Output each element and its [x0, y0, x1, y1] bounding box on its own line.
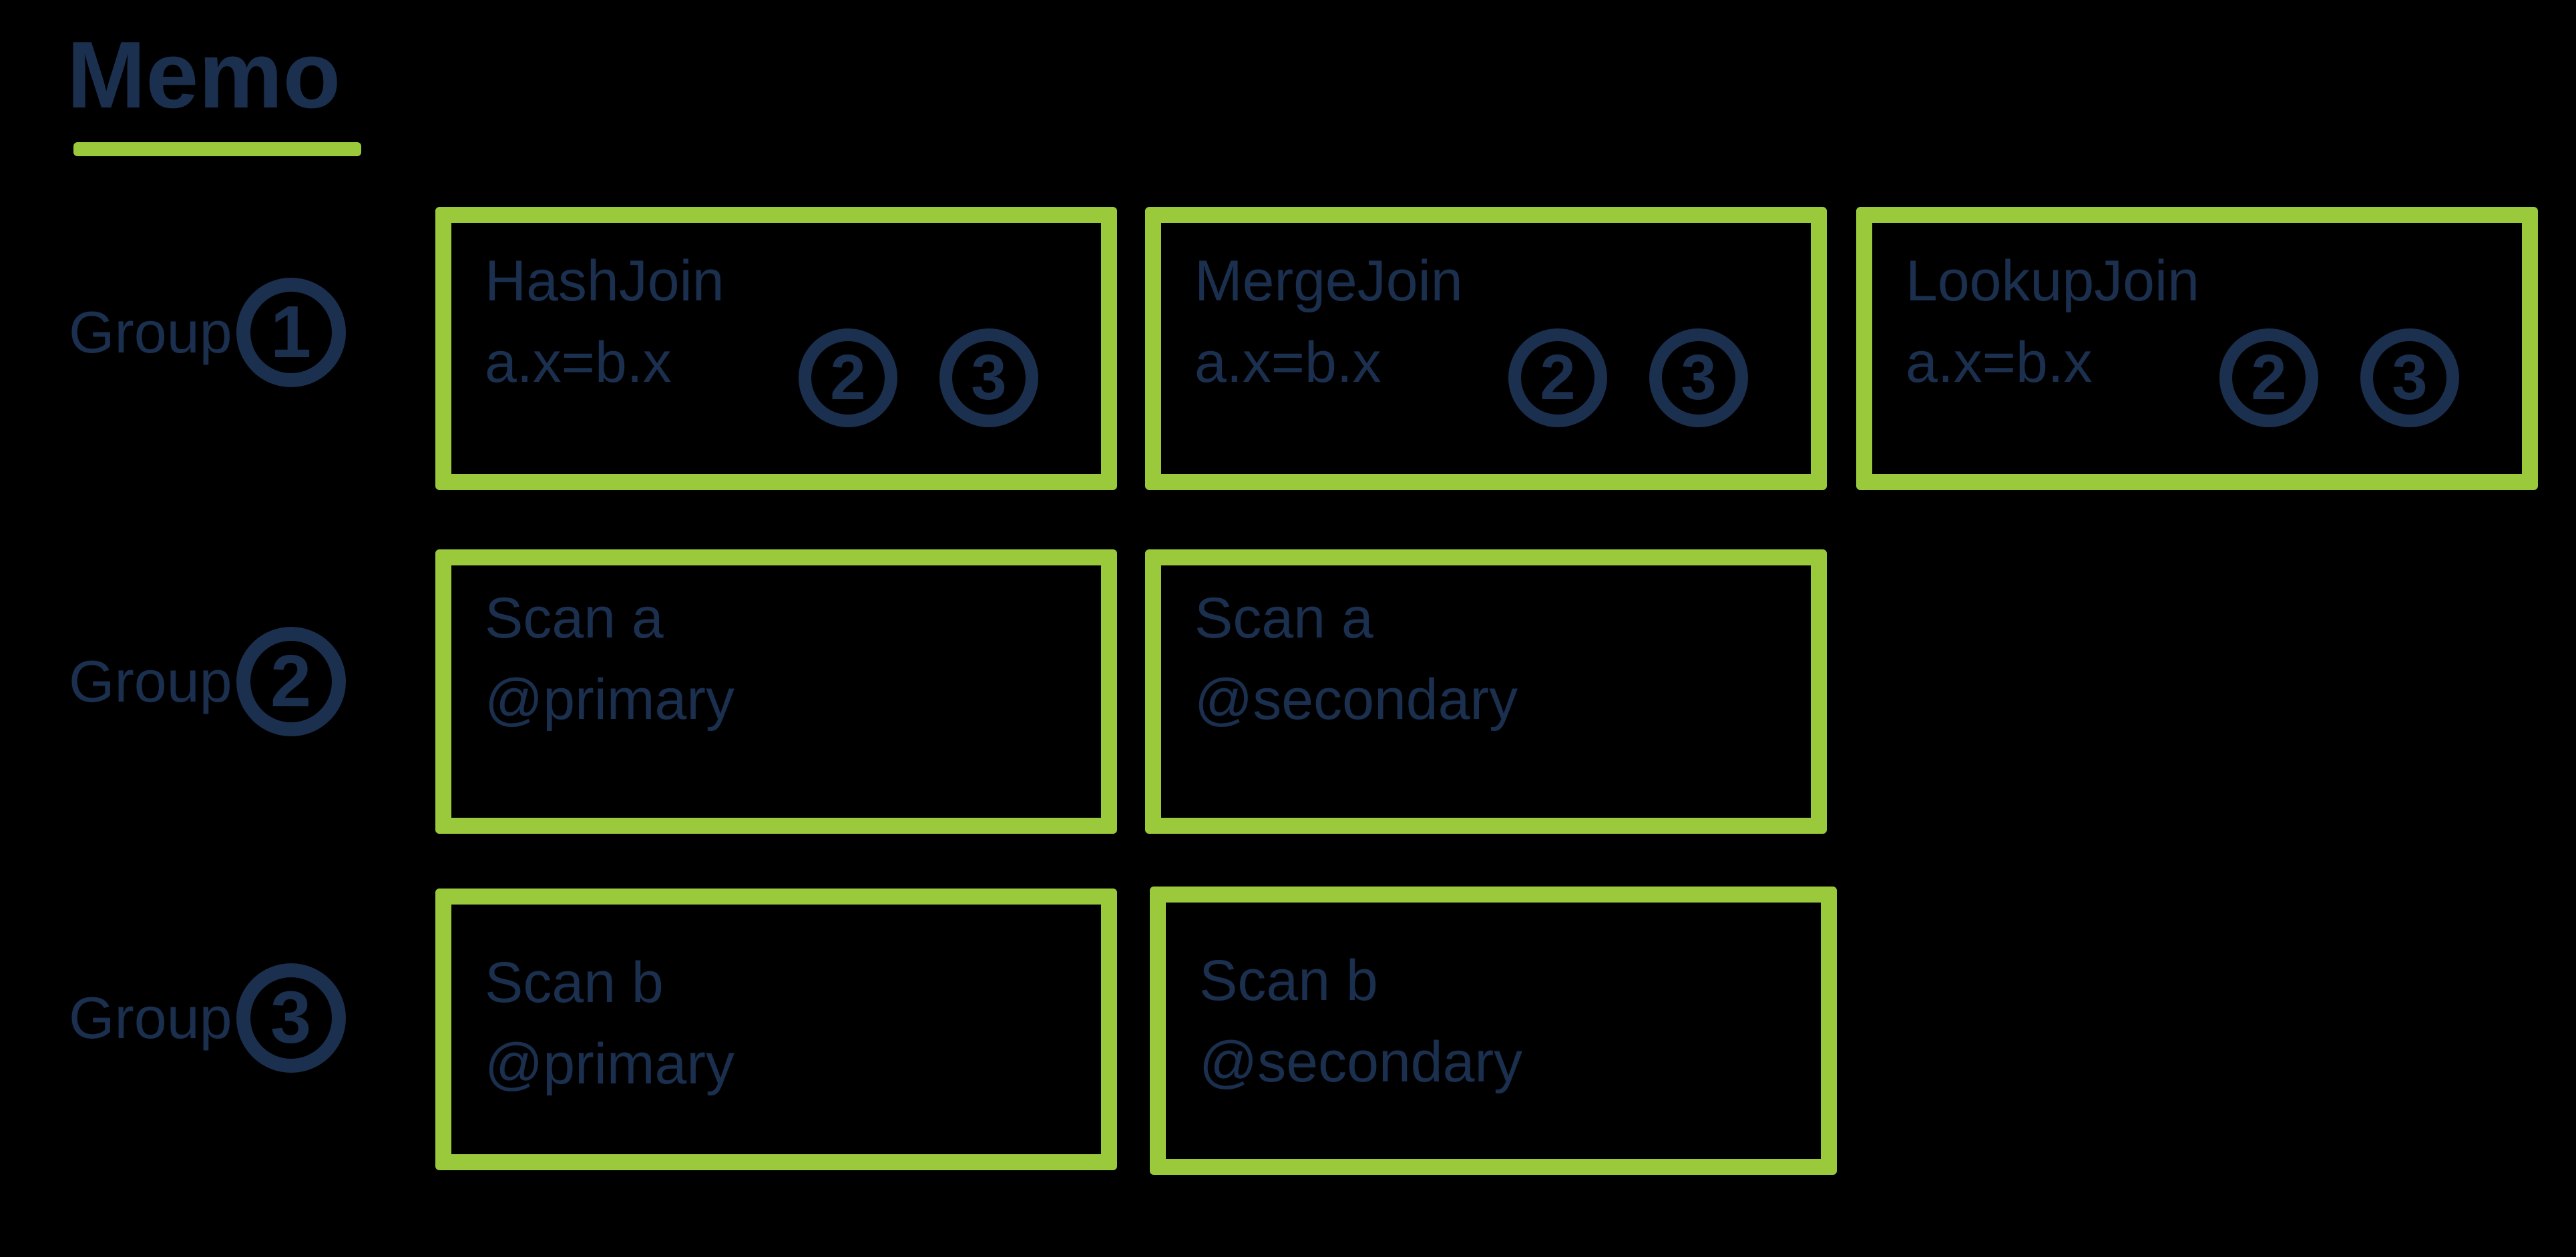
box-scan-b-secondary: Scan b @secondary	[1150, 887, 1837, 1175]
box-detail: @secondary	[1199, 1030, 1523, 1094]
group-number-badge-1: 1	[236, 278, 346, 387]
box-hashjoin: HashJoin a.x=b.x 2 3	[435, 207, 1117, 490]
group-label-text: Group	[69, 299, 232, 365]
group-ref-number: 3	[971, 342, 1007, 413]
box-title: Scan a	[1195, 586, 1373, 650]
group-number-badge-2: 2	[236, 627, 346, 736]
box-text: LookupJoin a.x=b.x	[1906, 240, 2199, 403]
group-ref-badge-2: 2	[2219, 328, 2318, 427]
box-title: HashJoin	[485, 249, 724, 313]
box-title: Scan b	[485, 951, 664, 1015]
box-mergejoin: MergeJoin a.x=b.x 2 3	[1145, 207, 1827, 490]
group-number: 3	[270, 977, 312, 1059]
group-ref-number: 3	[2392, 342, 2428, 413]
group-ref-badge-3: 3	[939, 328, 1038, 427]
group-ref-number: 3	[1681, 342, 1717, 413]
box-scan-a-primary: Scan a @primary	[435, 549, 1117, 834]
box-detail: a.x=b.x	[1195, 330, 1381, 395]
box-detail: @primary	[485, 1032, 734, 1096]
group-label-3: Group 3	[69, 963, 346, 1073]
box-title: MergeJoin	[1195, 249, 1463, 313]
box-title: Scan b	[1199, 949, 1378, 1013]
group-label-1: Group 1	[69, 278, 346, 387]
group-label-2: Group 2	[69, 627, 346, 736]
group-ref-badge-3: 3	[2360, 328, 2459, 427]
box-text: MergeJoin a.x=b.x	[1195, 240, 1463, 403]
box-detail: a.x=b.x	[485, 330, 672, 395]
box-title: Scan a	[485, 586, 664, 650]
box-title: LookupJoin	[1906, 249, 2199, 313]
group-ref-number: 2	[2251, 342, 2287, 413]
box-detail: @primary	[485, 668, 734, 732]
title-underline	[73, 142, 361, 156]
group-ref-badge-3: 3	[1649, 328, 1748, 427]
page-title: Memo	[67, 22, 341, 128]
group-number: 1	[270, 291, 312, 373]
box-lookupjoin: LookupJoin a.x=b.x 2 3	[1856, 207, 2538, 490]
group-ref-badge-2: 2	[1508, 328, 1607, 427]
box-text: Scan a @primary	[485, 577, 734, 740]
group-label-text: Group	[69, 985, 232, 1051]
group-number-badge-3: 3	[236, 963, 346, 1073]
box-text: Scan a @secondary	[1195, 577, 1518, 740]
group-ref-number: 2	[830, 342, 866, 413]
box-text: Scan b @secondary	[1199, 940, 1522, 1103]
box-detail: @secondary	[1195, 668, 1518, 732]
box-scan-a-secondary: Scan a @secondary	[1145, 549, 1827, 834]
group-label-text: Group	[69, 648, 232, 714]
box-text: HashJoin a.x=b.x	[485, 240, 724, 403]
group-ref-badge-2: 2	[799, 328, 897, 427]
box-text: Scan b @primary	[485, 942, 734, 1105]
group-number: 2	[270, 640, 312, 722]
group-ref-number: 2	[1540, 342, 1576, 413]
box-detail: a.x=b.x	[1906, 330, 2093, 395]
box-scan-b-primary: Scan b @primary	[435, 889, 1117, 1170]
